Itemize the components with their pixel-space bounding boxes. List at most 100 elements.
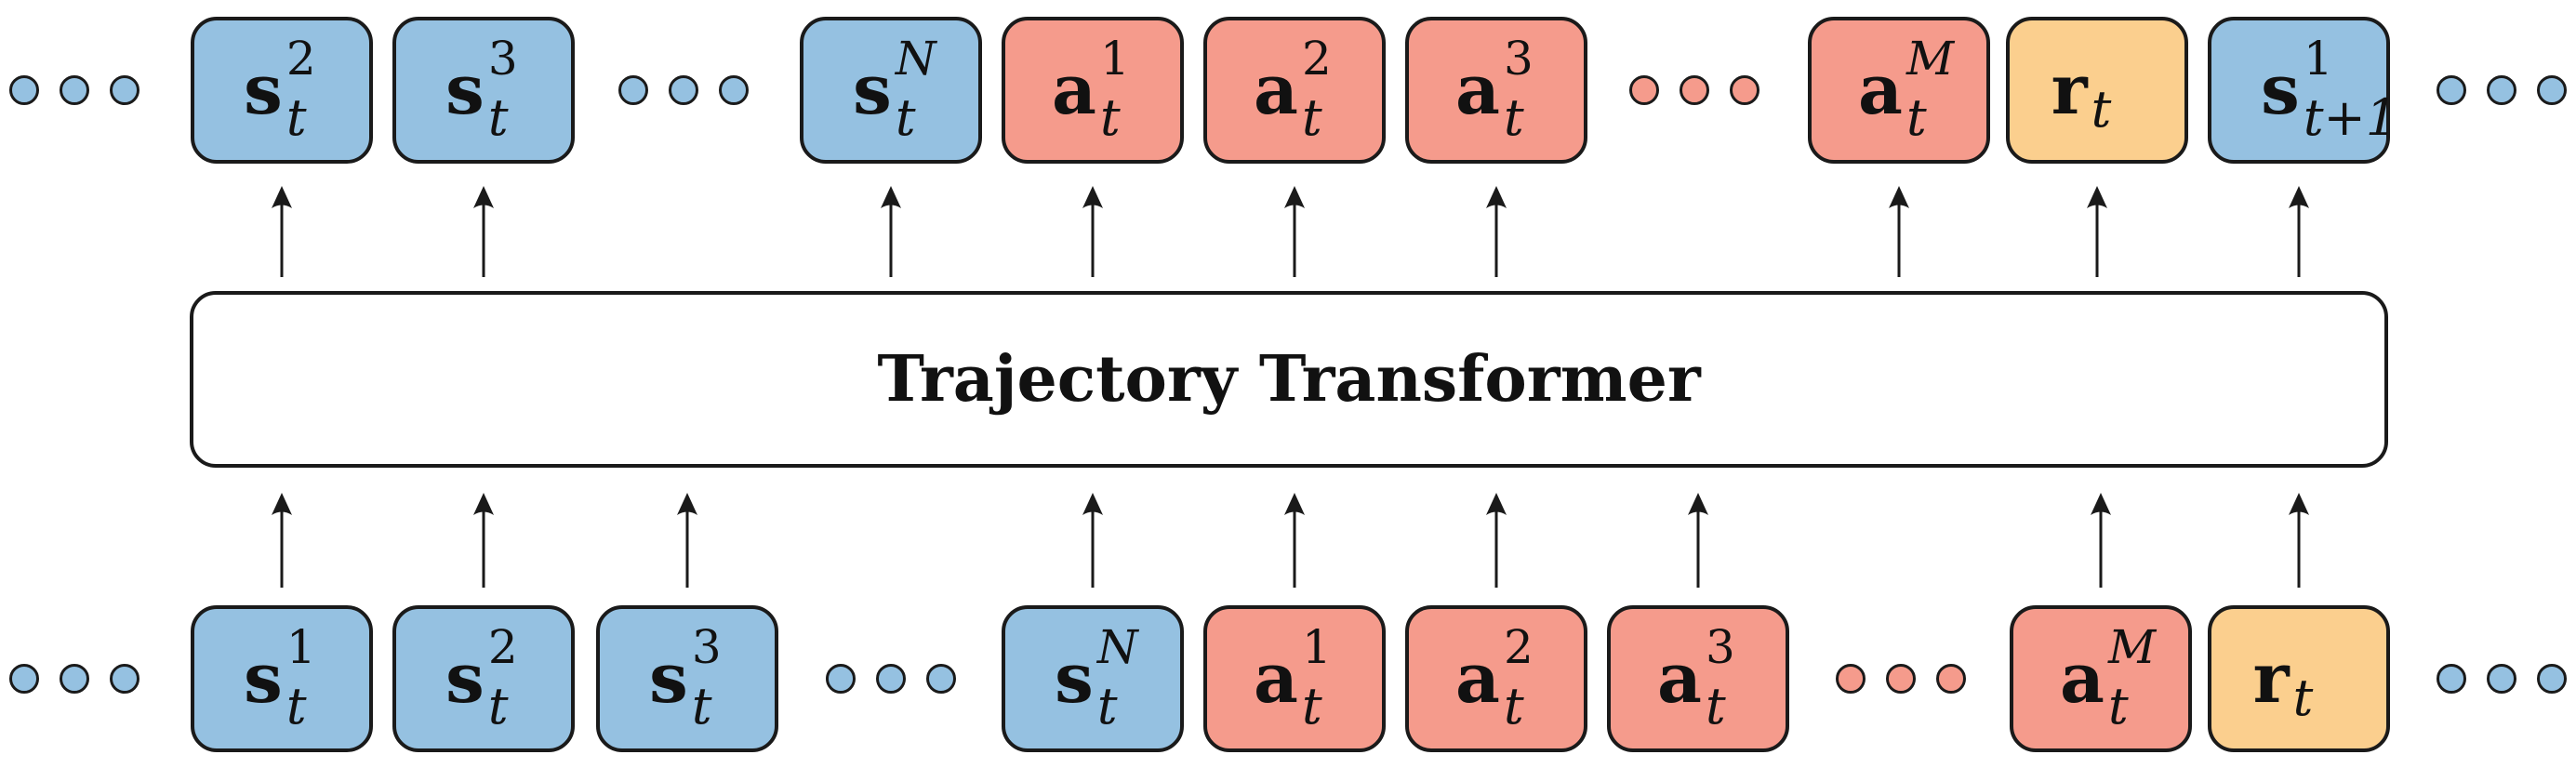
ellipsis-dot [1836, 664, 1866, 694]
token-subscript: t [1905, 88, 1927, 147]
token-subscript: t [1705, 677, 1726, 735]
token-subscript: t [1301, 677, 1322, 735]
token-base: a [1657, 639, 1702, 719]
token-subscript: t [487, 677, 509, 735]
token-subscript: t [487, 88, 509, 147]
token-superscript: 1 [2303, 32, 2333, 86]
token-base: a [1254, 50, 1298, 130]
bottom-reward-token: rt [2208, 605, 2390, 752]
token-subscript: t [2091, 80, 2112, 139]
ellipsis-dot [60, 664, 89, 694]
top-arrow-head [1284, 186, 1305, 208]
token-base: a [1254, 639, 1298, 719]
token-superscript: 3 [1705, 620, 1735, 674]
token-superscript: N [1096, 620, 1138, 674]
transformer-label: Trajectory Transformer [877, 342, 1701, 417]
token-subscript: t [285, 88, 307, 147]
token-superscript: 1 [285, 620, 316, 674]
bottom-ellipsis-dots [9, 664, 139, 695]
token-superscript: 1 [1099, 32, 1130, 86]
token-base: r [2051, 50, 2088, 130]
token-base: s [244, 50, 283, 130]
token-superscript: 3 [1503, 32, 1534, 86]
token-superscript: 2 [1503, 620, 1534, 674]
ellipsis-dot [2437, 664, 2466, 694]
trajectory-transformer-block: Trajectory Transformer [190, 291, 2388, 468]
ellipsis-dot [1629, 75, 1659, 105]
top-arrow-head [1486, 186, 1507, 208]
token-base: a [2060, 639, 2105, 719]
top-ellipsis-dots [9, 75, 139, 107]
token-superscript: 2 [285, 32, 316, 86]
ellipsis-dot [110, 75, 139, 105]
bottom-arrow-head [272, 493, 292, 515]
top-arrow-head [473, 186, 494, 208]
ellipsis-dot [2537, 75, 2567, 105]
top-ellipsis-dots [1629, 75, 1759, 107]
token-base: s [445, 639, 485, 719]
bottom-arrow-head [1486, 493, 1507, 515]
bottom-arrow-head [677, 493, 697, 515]
bottom-ellipsis-dots [826, 664, 956, 695]
top-arrow-head [1082, 186, 1103, 208]
token-subscript: t [2107, 677, 2129, 735]
bottom-arrow-head [1082, 493, 1103, 515]
bottom-arrow-head [473, 493, 494, 515]
token-label: rt [2052, 56, 2112, 135]
token-base: s [853, 50, 892, 130]
top-ellipsis-dots [2437, 75, 2567, 107]
bottom-arrow-head [2091, 493, 2111, 515]
ellipsis-dot [9, 75, 39, 105]
ellipsis-dot [110, 664, 139, 694]
token-subscript: t [2292, 669, 2314, 727]
token-subscript: t [1301, 88, 1322, 147]
ellipsis-dot [1730, 75, 1759, 105]
token-subscript: t [1503, 677, 1524, 735]
ellipsis-dot [1886, 664, 1916, 694]
token-base: s [2261, 50, 2300, 130]
ellipsis-dot [826, 664, 856, 694]
token-subscript: t [1096, 677, 1118, 735]
ellipsis-dot [618, 75, 648, 105]
token-superscript: M [1905, 32, 1955, 86]
ellipsis-dot [1936, 664, 1966, 694]
top-arrow-head [2289, 186, 2309, 208]
top-arrow-head [272, 186, 292, 208]
token-base: a [1858, 50, 1903, 130]
token-superscript: M [2107, 620, 2157, 674]
top-arrow-head [2087, 186, 2107, 208]
ellipsis-dot [60, 75, 89, 105]
bottom-arrow-head [1284, 493, 1305, 515]
token-subscript: t [1503, 88, 1524, 147]
ellipsis-dot [926, 664, 956, 694]
token-base: a [1455, 639, 1500, 719]
ellipsis-dot [2487, 75, 2516, 105]
top-arrow-head [1889, 186, 1909, 208]
token-superscript: 2 [1301, 32, 1332, 86]
ellipsis-dot [9, 664, 39, 694]
token-superscript: 2 [487, 620, 518, 674]
